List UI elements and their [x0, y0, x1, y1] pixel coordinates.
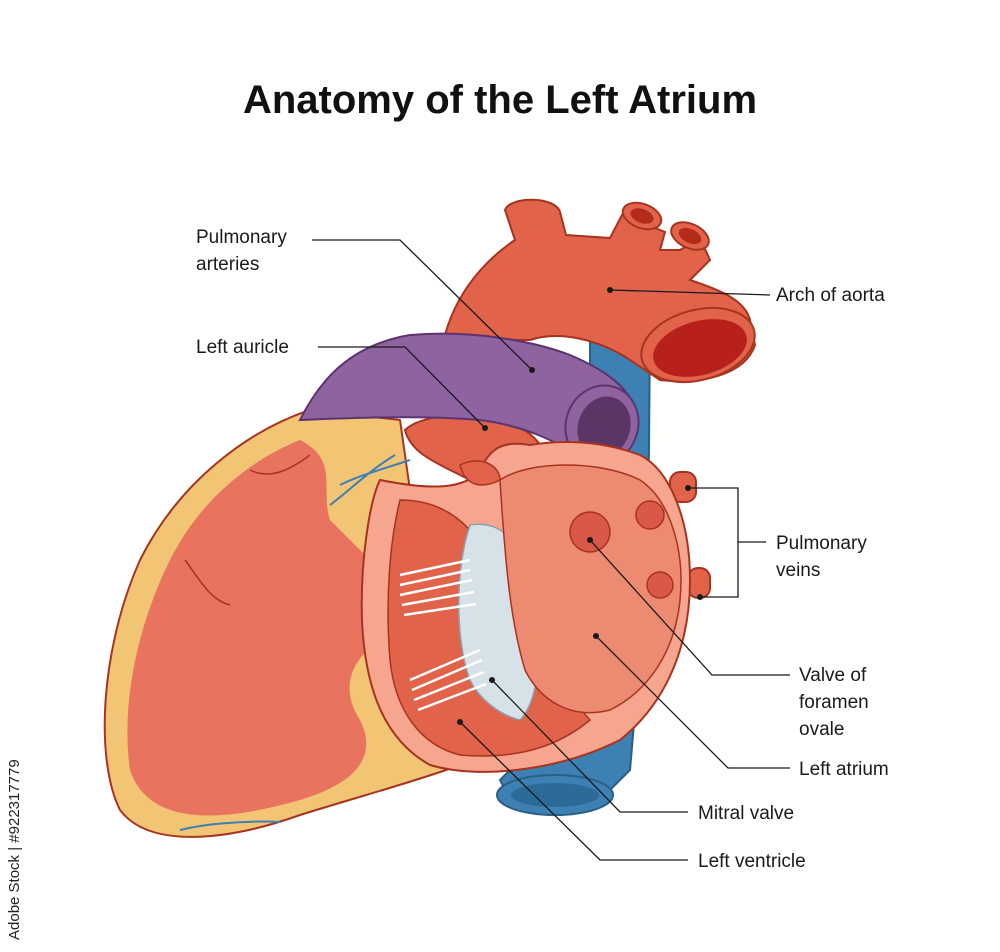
stock-watermark: Adobe Stock | #922317779: [6, 759, 23, 940]
labels: Pulmonary arteries Left auricle Arch of …: [196, 227, 889, 872]
label-pulmonary-arteries-line1: Pulmonary: [196, 227, 287, 248]
page-title: Anatomy of the Left Atrium: [242, 78, 758, 122]
label-left-auricle: Left auricle: [196, 337, 289, 358]
heart-cross-section: [360, 441, 692, 773]
label-pulmonary-veins-line1: Pulmonary: [776, 533, 867, 554]
leader-lines: [312, 239, 790, 861]
label-valve-foramen-line2: foramen: [799, 692, 869, 713]
label-valve-foramen-line1: Valve of: [799, 665, 867, 686]
label-left-atrium: Left atrium: [799, 759, 889, 780]
label-mitral-valve: Mitral valve: [698, 803, 794, 824]
aortic-arch: [443, 198, 757, 383]
label-arch-of-aorta: Arch of aorta: [776, 285, 885, 306]
label-valve-foramen-line3: ovale: [799, 719, 844, 740]
label-pulmonary-arteries-line2: arteries: [196, 254, 259, 275]
label-pulmonary-veins-line2: veins: [776, 560, 820, 581]
label-left-ventricle: Left ventricle: [698, 851, 806, 872]
